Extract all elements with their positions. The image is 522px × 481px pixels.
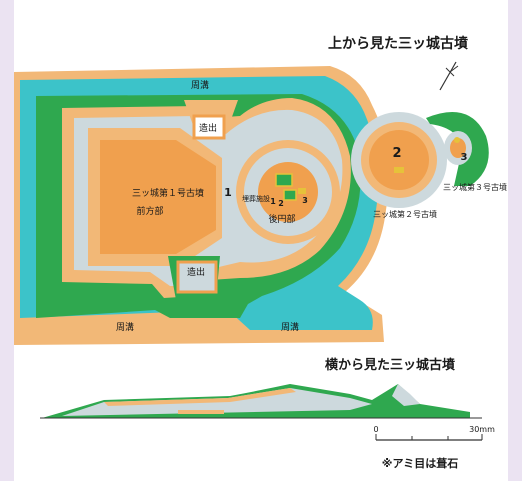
burial-num-2: 2 (278, 199, 284, 208)
top-projection-box (192, 114, 226, 140)
moat-label-bottom-right: 周溝 (281, 321, 299, 333)
moat-label-top: 周溝 (191, 79, 209, 91)
mound1-number: 1 (224, 186, 232, 199)
bottom-projection-box (176, 260, 218, 294)
page-edge-right (508, 0, 522, 481)
legend-note: ※アミ目は葺石 (382, 456, 458, 470)
burial-num-1: 1 (270, 197, 276, 206)
side-projection (178, 410, 224, 414)
side-view-profile (40, 384, 482, 419)
mound1-name: 三ッ城第１号古墳 (132, 187, 204, 199)
burial-2-mark (283, 189, 297, 201)
burial-1-mark (275, 173, 293, 187)
projection-label-bottom: 造出 (187, 266, 205, 278)
burial-facility-label: 埋葬施設 (242, 194, 270, 203)
scale-start-label: 0 (373, 425, 378, 434)
projection-label-top: 造出 (199, 122, 217, 134)
burial-num-3: 3 (302, 196, 308, 205)
burial-3-mark (298, 188, 306, 194)
mound3-bank (426, 112, 489, 186)
mound1-plan (14, 66, 389, 345)
mound2-number: 2 (392, 146, 401, 161)
mound2-plan (351, 112, 447, 208)
mound2-burial-mark (394, 167, 404, 173)
mound3-top (450, 138, 466, 158)
moat-label-bottom-left: 周溝 (116, 321, 134, 333)
mound3-burial-mark (454, 137, 460, 143)
page-edge-left (0, 0, 14, 481)
mound3-name: 三ッ城第３号古墳 (443, 182, 507, 192)
rear-part-label: 後円部 (268, 213, 295, 225)
front-part-label: 前方部 (136, 205, 163, 217)
north-arrow-icon (439, 61, 459, 91)
mound3-plan (426, 112, 489, 186)
mound3-number: 3 (461, 152, 468, 163)
mound2-top (369, 130, 429, 190)
side-terrace (104, 388, 296, 406)
top-view-title: 上から見た三ッ城古墳 (328, 35, 469, 52)
scale-bar (375, 434, 483, 441)
scale-end-label: 30mm (469, 425, 495, 434)
mound2-name: 三ッ城第２号古墳 (373, 209, 437, 219)
side-view-title: 横から見た三ッ城古墳 (325, 357, 455, 373)
front-part-top (100, 140, 216, 254)
side-mound3 (392, 384, 420, 406)
